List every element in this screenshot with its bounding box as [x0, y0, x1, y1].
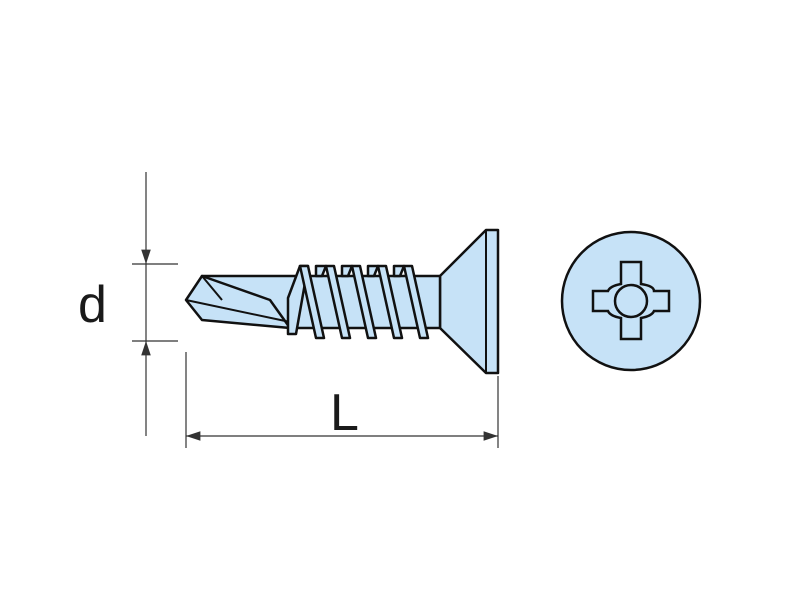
drill-flute-line	[185, 299, 291, 323]
drill-edge-line	[201, 275, 223, 301]
thread-2	[298, 264, 326, 340]
thread-top-2	[340, 264, 354, 278]
recess-center-circle	[613, 283, 649, 319]
screw-head-view	[560, 230, 702, 372]
thread-5	[376, 264, 404, 340]
screw-threads	[286, 264, 430, 340]
screw-side-view	[184, 228, 500, 375]
thread-top-4	[392, 264, 406, 278]
thread-3	[324, 264, 352, 340]
thread-top-3	[366, 264, 380, 278]
thread-4	[350, 264, 378, 340]
thread-6	[402, 264, 430, 340]
length-label: L	[330, 384, 359, 442]
thread-top-1	[314, 264, 328, 278]
diameter-dimension	[132, 172, 178, 436]
diameter-label: d	[78, 276, 107, 334]
countersunk-head	[438, 228, 500, 375]
length-dimension	[185, 352, 499, 448]
